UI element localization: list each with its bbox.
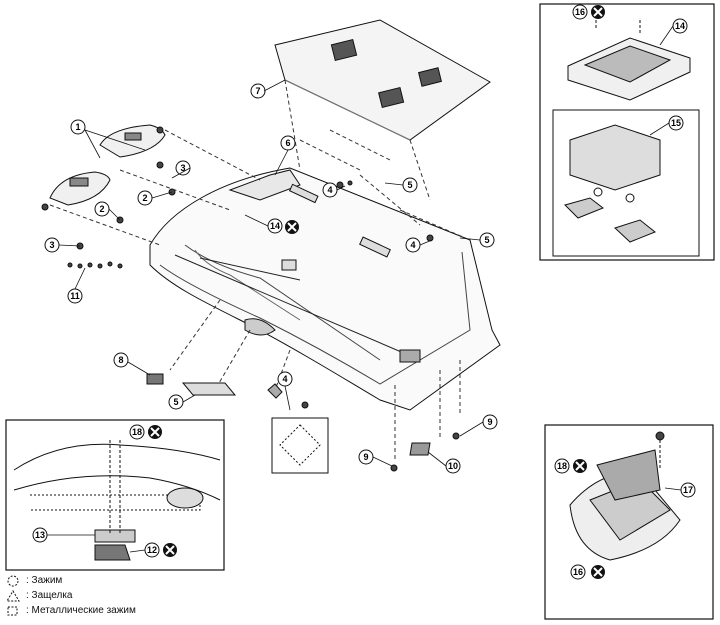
x-mark-icon (163, 543, 177, 557)
svg-text:2: 2 (142, 193, 147, 203)
svg-text:1: 1 (75, 122, 80, 132)
sun-visor-left (49, 171, 111, 206)
svg-text:5: 5 (173, 397, 178, 407)
svg-text:9: 9 (487, 417, 492, 427)
legend-latch: : Защелка (6, 588, 136, 603)
legend-metal-clip-label: : Металлические зажим (26, 605, 136, 616)
svg-text:8: 8 (118, 355, 123, 365)
svg-text:4: 4 (282, 374, 287, 384)
callout-8: 8 (113, 352, 129, 368)
callout-4b: 4 (405, 237, 421, 253)
callout-13: 13 (32, 527, 48, 543)
callout-18b: 18 (554, 458, 570, 474)
svg-text:3: 3 (180, 163, 185, 173)
x-mark-icon (591, 565, 605, 579)
clip-symbol-icon (7, 575, 19, 586)
svg-text:4: 4 (410, 240, 415, 250)
metal-clip-symbol-icon (7, 606, 18, 615)
legend-clip-label: : Зажим (26, 575, 63, 586)
callout-11: 11 (67, 288, 83, 304)
callout-5c: 5 (168, 394, 184, 410)
clip-4 (267, 383, 283, 399)
exploded-view-guides (49, 79, 471, 460)
bracket-8 (146, 373, 164, 385)
callouts: 1 2 2 3 3 4 4 4 5 5 5 6 7 8 9 9 10 11 13… (32, 4, 696, 580)
x-mark-icon (591, 5, 605, 19)
svg-text:18: 18 (557, 461, 567, 471)
leader-lines (47, 25, 682, 553)
callout-3b: 3 (44, 237, 60, 253)
bracket-10 (409, 442, 431, 456)
callout-4c: 4 (277, 371, 293, 387)
x-mark-icon (148, 425, 162, 439)
callout-12: 12 (144, 542, 160, 558)
svg-text:5: 5 (484, 235, 489, 245)
callout-9a: 9 (482, 414, 498, 430)
callout-2b: 2 (94, 201, 110, 217)
grab-handle-lower (181, 382, 237, 396)
svg-text:2: 2 (99, 204, 104, 214)
svg-text:18: 18 (132, 427, 142, 437)
latch-symbol-icon (6, 589, 20, 601)
svg-text:14: 14 (270, 221, 280, 231)
headliner-panel-7 (274, 19, 491, 141)
x-mark-icon (573, 459, 587, 473)
callout-5b: 5 (479, 232, 495, 248)
do-not-reuse-markers (148, 5, 605, 579)
svg-text:9: 9 (363, 452, 368, 462)
callout-14b: 14 (672, 18, 688, 34)
callout-18a: 18 (129, 424, 145, 440)
svg-text:14: 14 (675, 21, 685, 31)
callout-9b: 9 (358, 449, 374, 465)
legend: : Зажим : Защелка : Металлические зажим (6, 573, 136, 618)
svg-text:5: 5 (407, 180, 412, 190)
sun-visor-right (99, 124, 166, 158)
legend-clip: : Зажим (6, 573, 136, 588)
x-mark-icon (285, 220, 299, 234)
callout-4a: 4 (322, 182, 338, 198)
callout-7: 7 (250, 83, 266, 99)
clip-detail-box (271, 417, 329, 474)
svg-text:7: 7 (255, 86, 260, 96)
svg-text:4: 4 (327, 185, 332, 195)
callout-2a: 2 (137, 190, 153, 206)
svg-text:10: 10 (448, 461, 458, 471)
inset-wiring (5, 419, 225, 571)
svg-text:3: 3 (49, 240, 54, 250)
callout-17: 17 (680, 482, 696, 498)
svg-text:15: 15 (671, 118, 681, 128)
callout-10: 10 (445, 458, 461, 474)
inset-map-lamp (539, 3, 715, 261)
svg-text:16: 16 (573, 567, 583, 577)
svg-text:17: 17 (683, 485, 693, 495)
callout-5a: 5 (402, 177, 418, 193)
svg-text:6: 6 (285, 138, 290, 148)
legend-latch-label: : Защелка (26, 590, 73, 601)
callout-14a: 14 (267, 218, 283, 234)
svg-text:13: 13 (35, 530, 45, 540)
callout-6: 6 (280, 135, 296, 151)
callout-3a: 3 (175, 160, 191, 176)
callout-16b: 16 (570, 564, 586, 580)
callout-1: 1 (70, 119, 86, 135)
callout-15: 15 (668, 115, 684, 131)
svg-text:11: 11 (70, 291, 80, 301)
callout-16a: 16 (572, 4, 588, 20)
roof-headliner (149, 167, 501, 411)
svg-text:16: 16 (575, 7, 585, 17)
legend-metal-clip: : Металлические зажим (6, 603, 136, 618)
svg-text:12: 12 (147, 545, 157, 555)
inset-overhead-console (544, 424, 714, 620)
